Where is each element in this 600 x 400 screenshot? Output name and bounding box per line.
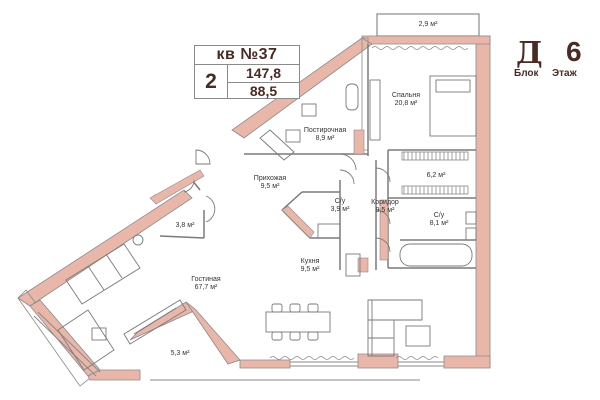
- room-name: Постирочная: [303, 127, 347, 134]
- room-wardrobe: 6,2 м²: [427, 172, 446, 180]
- apartment-number: кв №37: [195, 46, 299, 65]
- room-balcony-top: 2,9 м²: [419, 21, 438, 29]
- room-area: 3,8 м²: [175, 222, 195, 229]
- room-area: 8,1 м²: [429, 220, 449, 227]
- room-name: С/у: [433, 212, 445, 219]
- room-bedroom: Спальня 20,8 м²: [392, 92, 420, 108]
- room-area: 9,5 м²: [300, 266, 320, 273]
- room-name: Прихожая: [253, 175, 287, 182]
- room-storage: 3,8 м²: [176, 222, 195, 230]
- room-name: Гостиная: [191, 276, 221, 283]
- block-label: Блок: [514, 68, 539, 79]
- floor-label: Этаж: [552, 68, 577, 79]
- room-area: 9,5 м²: [260, 183, 280, 190]
- wardrobe-hatching: [401, 151, 469, 195]
- room-area: 9,5 м²: [375, 207, 395, 214]
- room-bathroom-large: С/у 8,1 м²: [430, 212, 449, 228]
- room-bathroom-small: С/у 3,9 м²: [331, 198, 350, 214]
- total-area: 147,8: [228, 65, 299, 83]
- room-area: 3,9 м²: [330, 206, 350, 213]
- room-living-room: Гостиная 67,7 м²: [191, 276, 220, 292]
- furniture: [57, 75, 477, 371]
- room-name: С/у: [334, 198, 346, 205]
- block-letter: Д: [516, 36, 543, 71]
- room-count: 2: [195, 65, 228, 99]
- doors: [183, 149, 391, 253]
- room-area: 5,3 м²: [170, 350, 190, 357]
- room-area: 67,7 м²: [194, 284, 218, 291]
- room-name: Кухня: [300, 258, 320, 265]
- room-area: 20,8 м²: [394, 100, 418, 107]
- room-corridor: Коридор 9,5 м²: [371, 199, 399, 215]
- apartment-info-box: кв №37 2 147,8 88,5: [194, 45, 300, 99]
- room-area: 6,2 м²: [426, 172, 446, 179]
- room-area: 8,9 м²: [315, 135, 335, 142]
- room-hallway: Прихожая 9,5 м²: [254, 175, 286, 191]
- floor-number: 6: [566, 36, 582, 67]
- block-floor-indicator: Д 6 Блок Этаж: [512, 36, 598, 84]
- room-kitchen: Кухня 9,5 м²: [301, 258, 320, 274]
- room-area: 2,9 м²: [418, 21, 438, 28]
- room-balcony-bottom: 5,3 м²: [171, 350, 190, 358]
- curtains: [269, 46, 469, 360]
- interior-pink-walls: [149, 129, 389, 273]
- windows: [33, 311, 444, 381]
- living-area: 88,5: [249, 83, 278, 99]
- room-name: Коридор: [371, 199, 399, 206]
- room-name: Спальня: [391, 92, 421, 99]
- room-laundry: Постирочная 8,9 м²: [304, 127, 346, 143]
